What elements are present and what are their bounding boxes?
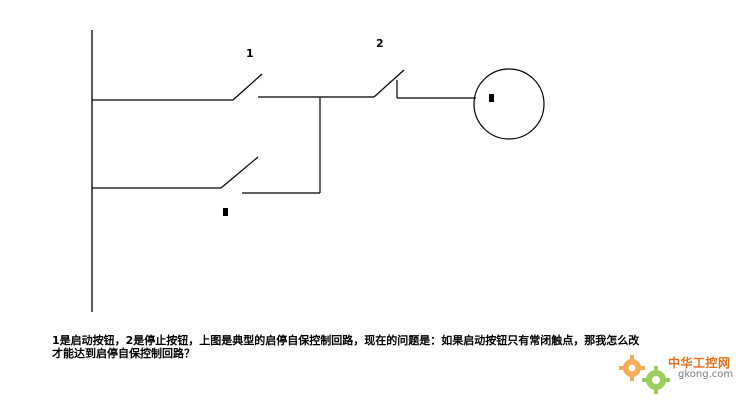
stop-button-label: 2: [376, 37, 384, 50]
coil-terminal-mark: [489, 94, 494, 102]
caption-line-1: 1是启动按钮，2是停止按钮，上图是典型的启停自保控制回路，现在的问题是：如果启动…: [52, 334, 640, 347]
seal-in-contact: [220, 156, 259, 189]
gear-logo-icon: [619, 355, 670, 394]
question-caption: 1是启动按钮，2是停止按钮，上图是典型的启停自保控制回路，现在的问题是：如果启动…: [52, 334, 751, 360]
start-button-contact: [232, 73, 263, 101]
seal-in-contact-mark: [223, 208, 228, 216]
site-watermark: 中华工控网 gkong.com: [616, 352, 751, 400]
watermark-site-url: gkong.com: [678, 369, 734, 380]
caption-line-2: 才能达到启停自保控制回路？: [52, 347, 195, 360]
watermark-site-name: 中华工控网: [668, 356, 731, 370]
stop-button-contact: [373, 69, 405, 98]
start-button-label: 1: [246, 47, 254, 60]
relay-coil: [473, 68, 545, 140]
